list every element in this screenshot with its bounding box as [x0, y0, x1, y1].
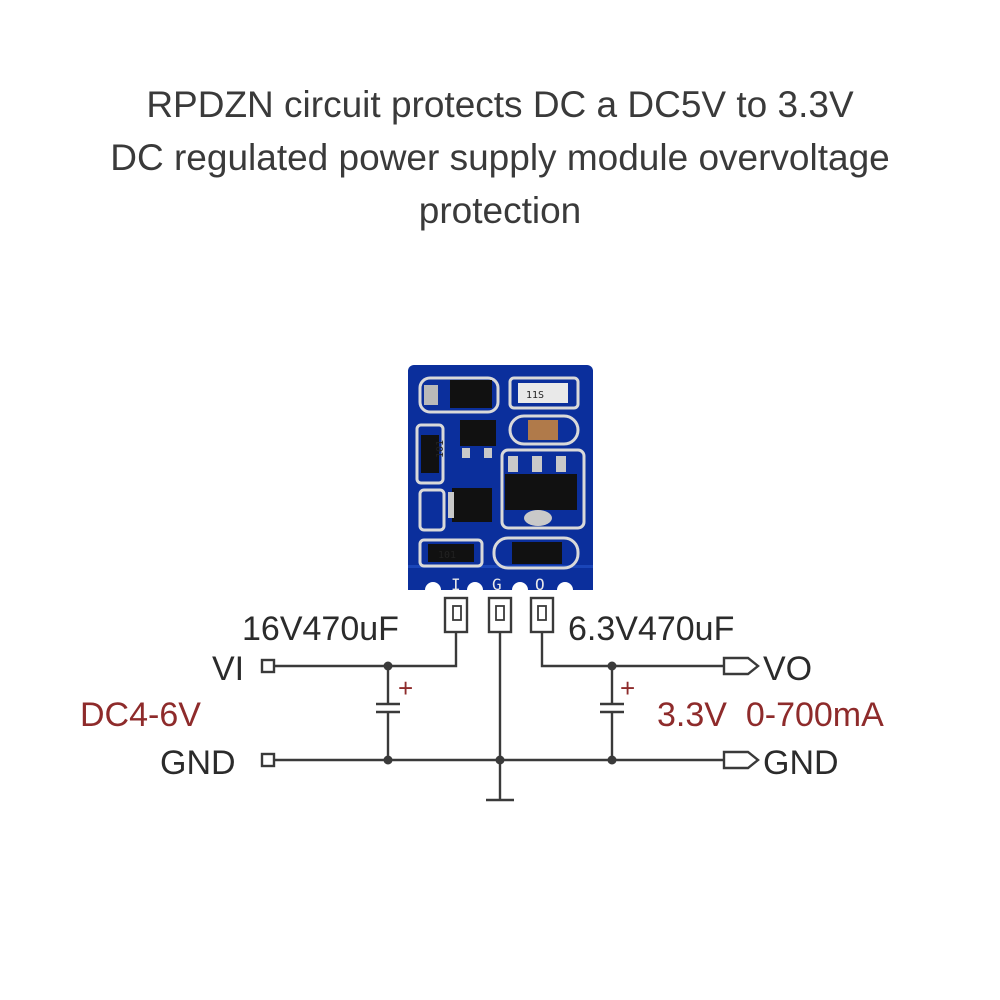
diode	[452, 488, 492, 522]
transistor	[460, 420, 496, 446]
resistor-101-vertical	[421, 435, 439, 473]
regulator-chip	[505, 474, 577, 510]
pin-label-g: G	[492, 575, 502, 594]
pin-label-o: O	[535, 575, 545, 594]
pin-o	[529, 596, 555, 634]
output-spec-label: 3.3V 0-700mA	[657, 696, 884, 734]
title-line-3: protection	[418, 190, 582, 231]
gnd-out-terminal	[722, 750, 760, 770]
title-line-2: DC regulated power supply module overvol…	[110, 137, 890, 178]
gnd-out-label: GND	[763, 744, 839, 782]
vi-terminal	[260, 658, 276, 674]
resistor-101-horizontal	[428, 544, 474, 562]
vi-label: VI	[212, 650, 244, 688]
capacitor-smd	[528, 420, 558, 440]
vo-terminal	[722, 656, 760, 676]
marking-101-vertical: 101	[435, 440, 446, 458]
input-cap-label: 16V470uF	[242, 610, 399, 648]
gnd-in-terminal	[260, 752, 276, 768]
header-pins	[443, 596, 555, 634]
pcb-module: 11S 101 101 I G O	[408, 365, 593, 598]
input-cap-plus: +	[398, 673, 413, 703]
junction-dot	[495, 755, 505, 765]
wiring: + +	[260, 632, 760, 802]
marking-11s: 11S	[526, 390, 544, 401]
chip-sot23	[450, 380, 492, 408]
pin-g	[487, 596, 513, 634]
input-range-label: DC4-6V	[80, 696, 201, 734]
resistor-11s	[518, 383, 568, 403]
footprint-outline	[418, 376, 500, 414]
page-title: RPDZN circuit protects DC a DC5V to 3.3V…	[0, 78, 1000, 237]
vo-label: VO	[763, 650, 812, 688]
junction-dot	[383, 661, 393, 671]
pin-i	[443, 596, 469, 634]
output-cap-label: 6.3V470uF	[568, 610, 734, 648]
pin-label-i: I	[451, 575, 461, 594]
vi-wire	[274, 632, 458, 668]
output-cap-plus: +	[620, 673, 635, 703]
junction-dot	[383, 755, 393, 765]
smd-part	[512, 542, 562, 564]
junction-dot	[607, 755, 617, 765]
marking-101-horizontal: 101	[438, 550, 456, 561]
vo-wire	[540, 632, 724, 668]
junction-dot	[607, 661, 617, 671]
title-line-1: RPDZN circuit protects DC a DC5V to 3.3V	[146, 84, 854, 125]
gnd-in-label: GND	[160, 744, 236, 782]
